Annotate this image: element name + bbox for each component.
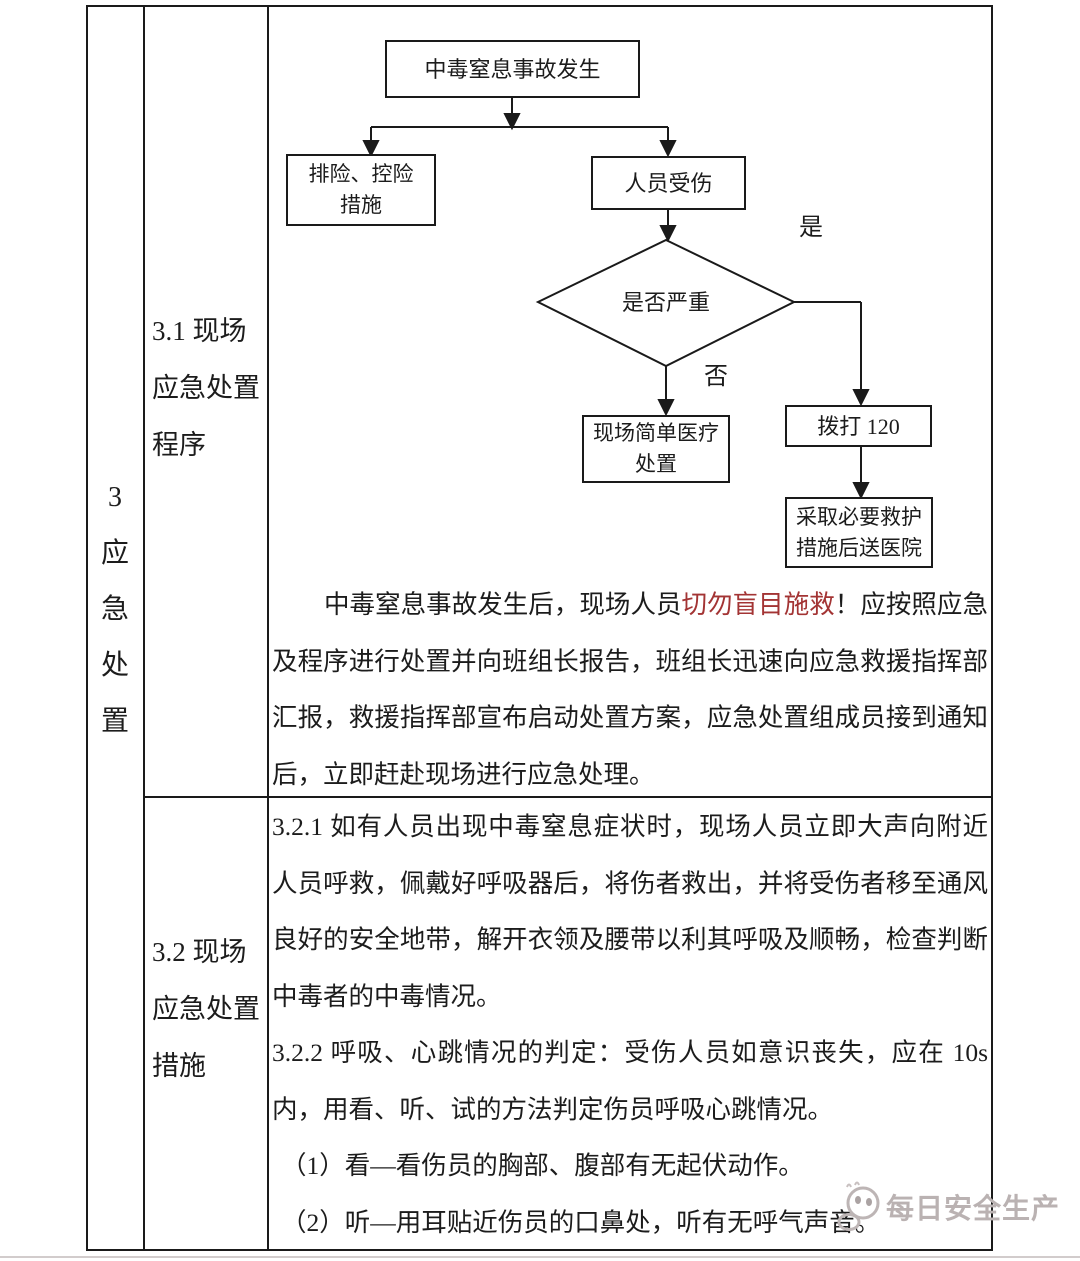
paragraph-line: 内，用看、听、试的方法判定伤员呼吸心跳情况。 bbox=[272, 1094, 834, 1124]
flowchart-box-injured: 人员受伤 bbox=[591, 156, 746, 210]
section-char: 处 bbox=[100, 650, 129, 681]
arrow-head bbox=[657, 399, 675, 417]
warning-text-red: 切勿盲目施救 bbox=[681, 590, 835, 619]
paragraph-line: 中毒窒息事故发生后，现场人员切勿盲目施救！应按照应急 bbox=[272, 577, 988, 634]
table-border-right bbox=[991, 5, 993, 1251]
subsection-header-3-2: 3.2 现场 应急处置 措施 bbox=[152, 924, 264, 1095]
flowchart-box-control-measures: 排险、控险 措施 bbox=[286, 154, 436, 226]
paragraph-text: ！应按照应急 bbox=[834, 590, 988, 619]
subsection-header-line: 3.2 现场 bbox=[152, 937, 247, 967]
subsection-header-3-1: 3.1 现场 应急处置 程序 bbox=[152, 303, 264, 474]
subsection-header-line: 3.1 现场 bbox=[152, 316, 247, 346]
arrow-head bbox=[659, 225, 677, 243]
decision-diamond bbox=[535, 238, 797, 368]
procedure-paragraph: 中毒窒息事故发生后，现场人员切勿盲目施救！应按照应急 及程序进行处置并向班组长报… bbox=[272, 577, 988, 803]
section-char: 置 bbox=[100, 706, 129, 737]
paragraph-line: （1）看—看伤员的胸部、腹部有无起伏动作。 bbox=[281, 1151, 804, 1180]
table-border-left bbox=[86, 5, 88, 1251]
paragraph-text: 中毒窒息事故发生后，现场人员 bbox=[324, 590, 682, 619]
flowchart-box-label: 采取必要救护 bbox=[796, 504, 922, 529]
paragraph-line: 良好的安全地带，解开衣领及腰带以利其呼吸及顺畅，检查判断 bbox=[272, 925, 988, 954]
flowchart-box-label: 措施 bbox=[340, 193, 382, 217]
flowchart-box-label: 人员受伤 bbox=[624, 170, 713, 196]
paragraph-line: 汇报，救援指挥部宣布启动处置方案，应急处置组成员接到通知 bbox=[272, 703, 988, 732]
arrow-head bbox=[852, 389, 870, 407]
table-row-divider bbox=[143, 796, 993, 798]
flowchart-box-label: 拨打 120 bbox=[817, 413, 900, 439]
table-border-top bbox=[86, 5, 993, 7]
subsection-header-line: 措施 bbox=[152, 1051, 206, 1081]
paragraph-line: 后，立即赶赴现场进行应急处理。 bbox=[272, 759, 655, 789]
subsection-header-line: 应急处置 bbox=[152, 373, 260, 403]
flowchart-box-label: 处置 bbox=[635, 452, 677, 476]
flowchart-box-call-120: 拨打 120 bbox=[785, 405, 932, 447]
section-number: 3 bbox=[108, 482, 122, 513]
flowchart-box-start: 中毒窒息事故发生 bbox=[385, 40, 640, 98]
table-border-bottom bbox=[86, 1249, 993, 1251]
flowchart-no-label: 否 bbox=[704, 364, 728, 390]
paragraph-line: 及程序进行处置并向班组长报告，班组长迅速向应急救援指挥部 bbox=[272, 646, 988, 676]
section-char: 急 bbox=[100, 594, 129, 625]
flowchart-yes-label: 是 bbox=[799, 215, 823, 241]
subsection-header-line: 应急处置 bbox=[152, 994, 260, 1024]
paragraph-line: 3.2.2 呼吸、心跳情况的判定：受伤人员如意识丧失，应在 10s bbox=[272, 1038, 988, 1067]
flowchart-box-send-hospital: 采取必要救护 措施后送医院 bbox=[785, 497, 933, 568]
flowchart-box-simple-treatment: 现场简单医疗 处置 bbox=[582, 415, 730, 483]
page-cut-edge bbox=[0, 1256, 1080, 1258]
paragraph-line: （2）听—用耳贴近伤员的口鼻处，听有无呼气声音。 bbox=[281, 1207, 881, 1237]
flowchart-box-label: 措施后送医院 bbox=[796, 535, 922, 560]
section-char: 应 bbox=[100, 538, 129, 569]
row-header-section-3: 3 应 急 处 置 bbox=[87, 470, 143, 750]
measures-paragraph: 3.2.1 如有人员出现中毒窒息症状时，现场人员立即大声向附近 人员呼救，佩戴好… bbox=[272, 799, 988, 1251]
paragraph-line: 人员呼救，佩戴好呼吸器后，将伤者救出，并将受伤者移至通风 bbox=[272, 868, 988, 898]
arrow-head bbox=[503, 113, 521, 131]
flowchart-box-label: 排险、控险 bbox=[308, 162, 414, 186]
paragraph-line: 3.2.1 如有人员出现中毒窒息症状时，现场人员立即大声向附近 bbox=[272, 812, 988, 841]
flowchart-box-label: 中毒窒息事故发生 bbox=[424, 56, 601, 82]
subsection-header-line: 程序 bbox=[152, 430, 206, 460]
paragraph-line: 中毒者的中毒情况。 bbox=[272, 981, 502, 1011]
flowchart-decision-label: 是否严重 bbox=[621, 290, 710, 315]
arrow-head bbox=[659, 140, 677, 158]
table-divider-col1 bbox=[143, 5, 145, 1251]
table-divider-col2 bbox=[267, 5, 269, 1251]
flowchart-box-label: 现场简单医疗 bbox=[593, 421, 719, 445]
arrow-head bbox=[362, 140, 380, 158]
arrow-head bbox=[852, 482, 870, 500]
